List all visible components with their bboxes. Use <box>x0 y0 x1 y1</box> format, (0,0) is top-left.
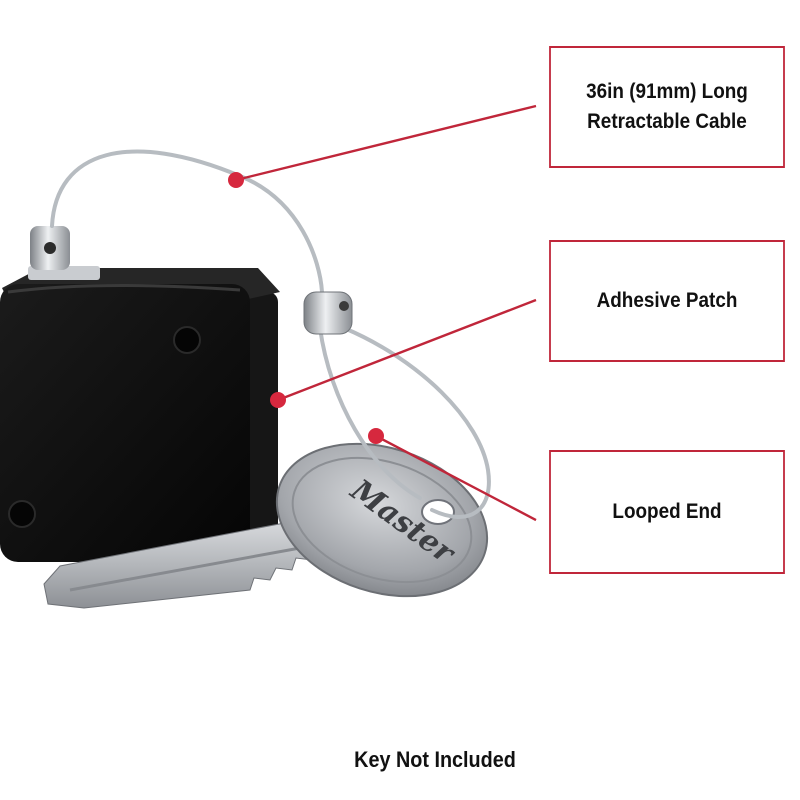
key-blade-groove <box>69 546 301 592</box>
key-bow-inner <box>291 456 473 584</box>
callout-looped-end: Looped End <box>549 450 785 574</box>
cable-main <box>50 149 324 294</box>
callout-loop-label: Looped End <box>612 500 722 523</box>
callout-cable-line2: Retractable Cable <box>587 110 747 133</box>
callout-text: 36in (91mm) Long Retractable Cable <box>586 77 748 137</box>
ferrule-screw-icon <box>339 301 349 311</box>
screw-hole-top <box>173 326 201 354</box>
lock-box-front <box>0 284 250 562</box>
set-screw-icon <box>44 242 56 254</box>
marker-dot-loop <box>368 428 384 444</box>
leader-line-loop <box>375 434 537 522</box>
screw-hole-bottom <box>8 500 36 528</box>
lock-box <box>0 226 280 562</box>
marker-dots <box>228 172 384 444</box>
leader-line-adhesive <box>277 298 537 402</box>
callout-adhesive-label: Adhesive Patch <box>596 289 738 312</box>
marker-dot-adhesive <box>270 392 286 408</box>
callout-cable-length: 36in (91mm) Long Retractable Cable <box>549 46 785 168</box>
leader-lines <box>235 104 537 522</box>
callout-adhesive-patch: Adhesive Patch <box>549 240 785 362</box>
lock-box-highlight <box>7 283 241 294</box>
key-not-included-note: Key Not Included <box>354 747 516 772</box>
cable-ferrule <box>303 291 353 335</box>
cable-loop-right <box>342 326 491 519</box>
leader-line-cable <box>235 104 537 182</box>
marker-dot-cable <box>228 172 244 188</box>
callout-cable-line1: 36in (91mm) Long <box>586 80 748 103</box>
cable-loop-left <box>318 326 422 500</box>
retractable-cable <box>50 149 491 519</box>
